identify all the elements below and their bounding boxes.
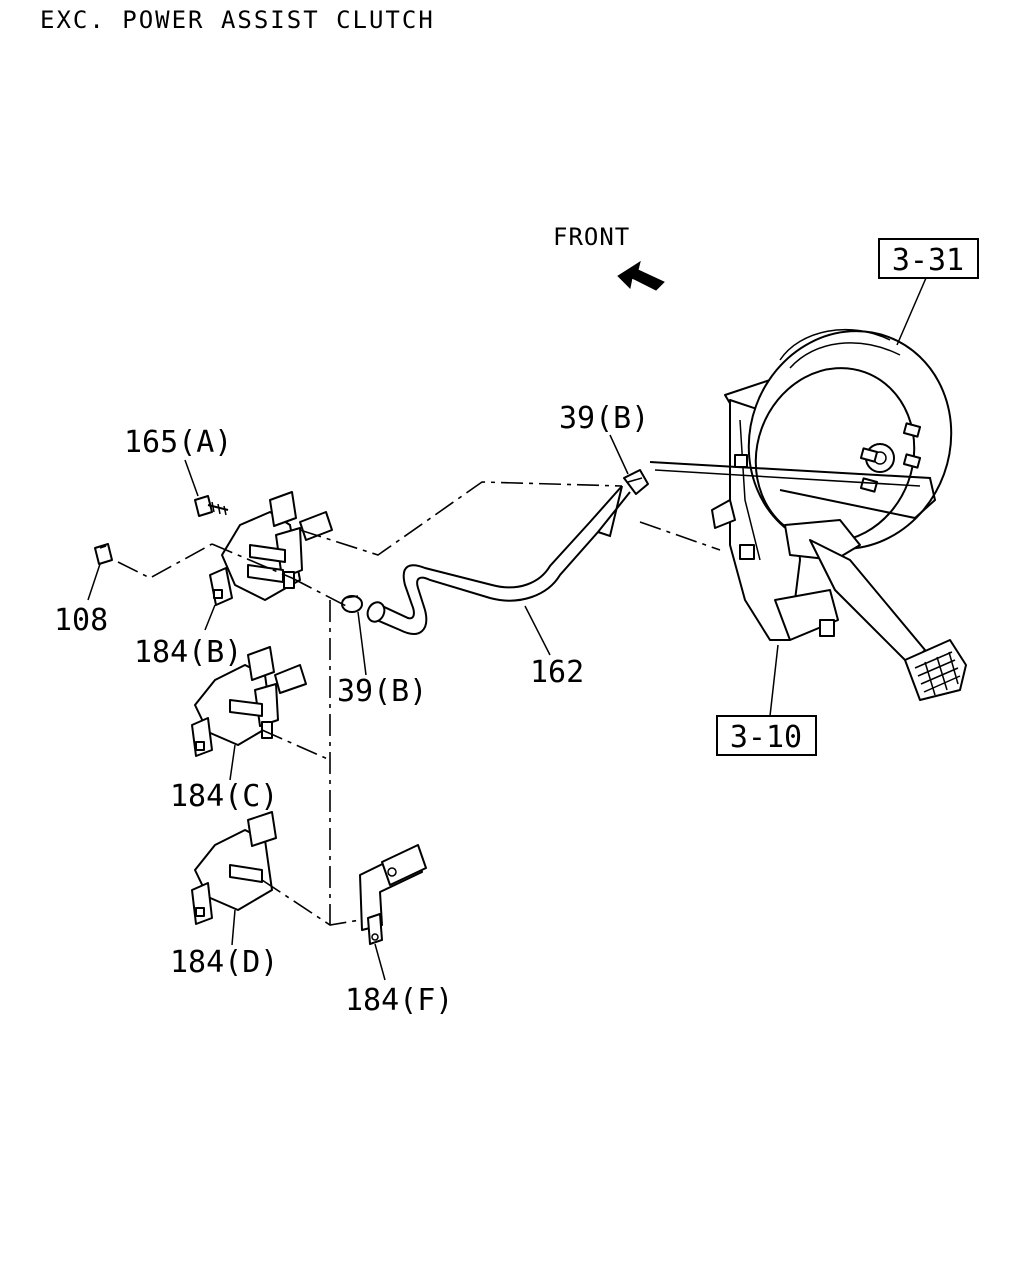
booster-stud-icon [859, 422, 922, 493]
part-label-39b-upper[interactable]: 39(B) [559, 401, 649, 436]
clutch-hose-162 [366, 485, 631, 635]
part-label-39b-lower[interactable]: 39(B) [337, 674, 427, 709]
bracket-184b [209, 491, 333, 606]
bolt-108 [94, 543, 113, 565]
pedal-pad-tread-icon [914, 651, 961, 696]
part-label-108[interactable]: 108 [54, 603, 108, 638]
routing-lines [117, 481, 721, 926]
front-arrow-icon [617, 260, 665, 291]
part-label-184f[interactable]: 184(F) [345, 983, 453, 1018]
part-label-184d[interactable]: 184(D) [170, 945, 278, 980]
reference-3-10[interactable]: 3-10 [716, 715, 817, 756]
part-label-184b[interactable]: 184(B) [134, 635, 242, 670]
part-label-162[interactable]: 162 [530, 655, 584, 690]
part-label-165a[interactable]: 165(A) [124, 425, 232, 460]
bracket-184f [359, 844, 427, 945]
brake-booster-assembly [649, 328, 967, 701]
front-label: FRONT [553, 223, 630, 251]
part-label-184c[interactable]: 184(C) [170, 779, 278, 814]
diagram-title: EXC. POWER ASSIST CLUTCH [40, 6, 435, 34]
bracket-184c [191, 646, 307, 757]
reference-3-10-label: 3-10 [730, 720, 802, 755]
bolt-165a [194, 495, 229, 517]
hose-clamp-upper [623, 469, 649, 495]
reference-3-31-label: 3-31 [892, 243, 964, 278]
hose-clamp-lower [341, 595, 363, 613]
reference-3-31[interactable]: 3-31 [878, 238, 979, 279]
bracket-184d [191, 811, 277, 925]
